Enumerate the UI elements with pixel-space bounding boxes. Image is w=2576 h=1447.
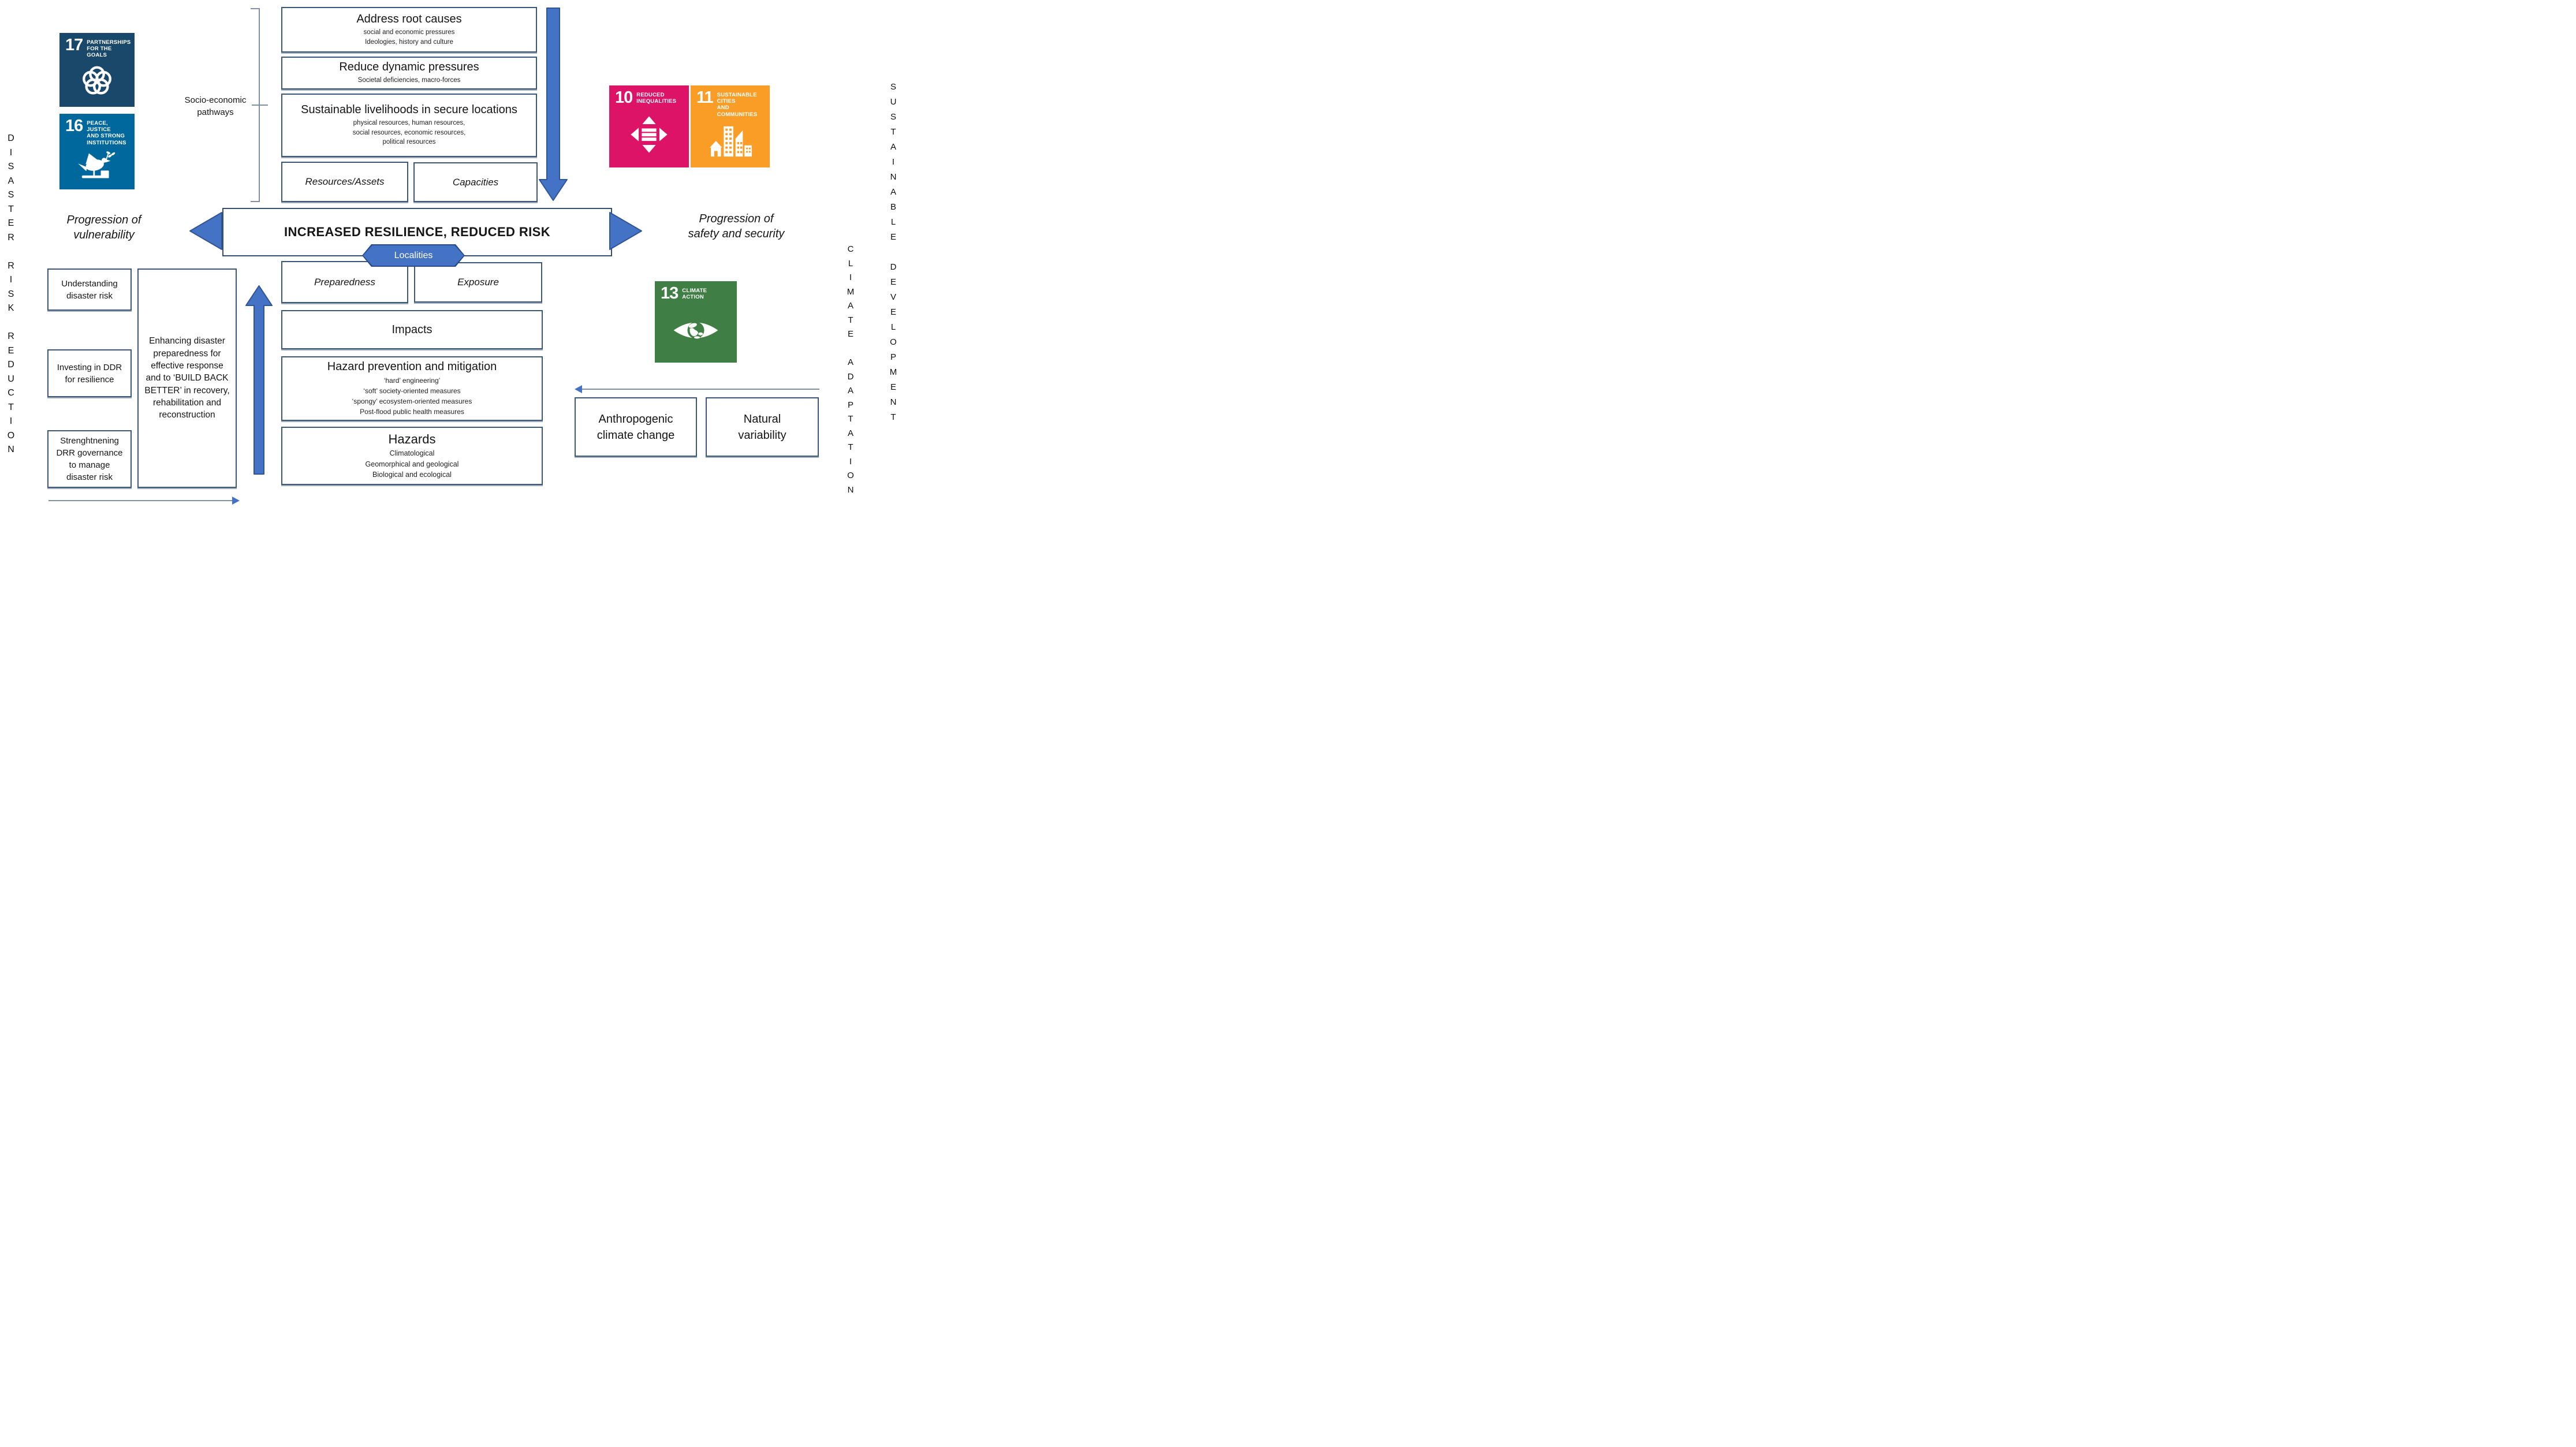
impacts-box: Impacts bbox=[281, 310, 543, 349]
climate-arrowhead-icon bbox=[575, 385, 582, 393]
vertical-label-disaster-risk-reduction: D I S A S T E R R I S K R E D U C T I O … bbox=[7, 133, 15, 454]
sustainable-livelihoods-box: Sustainable livelihoods in secure locati… bbox=[281, 94, 537, 157]
sdg-11-tile: 11 SUSTAINABLE CITIES AND COMMUNITIES bbox=[691, 85, 770, 167]
sdg-13-header: 13 CLIMATE ACTION bbox=[655, 281, 737, 301]
reduce-dynamic-pressures-title: Reduce dynamic pressures bbox=[339, 61, 479, 74]
capacities-box: Capacities bbox=[413, 162, 538, 202]
hazards-title: Hazards bbox=[388, 432, 436, 447]
resources-assets-label: Resources/Assets bbox=[305, 176, 385, 187]
exposure-label: Exposure bbox=[457, 277, 499, 288]
localities-hexagon: Localities bbox=[362, 244, 465, 267]
hazard-prevention-box: Hazard prevention and mitigation ‘hard’ … bbox=[281, 356, 543, 421]
resources-assets-box: Resources/Assets bbox=[281, 162, 408, 202]
pathways-bracket-tick-top bbox=[251, 8, 259, 9]
exposure-box: Exposure bbox=[414, 262, 542, 303]
sdg-10-header: 10 REDUCED INEQUALITIES bbox=[609, 85, 689, 106]
pathways-bracket-tick-middle bbox=[252, 105, 268, 106]
sdg-10-title: REDUCED INEQUALITIES bbox=[636, 92, 677, 105]
sdg-13-title: CLIMATE ACTION bbox=[682, 288, 707, 301]
reduce-dynamic-pressures-sub: Societal deficiencies, macro-forces bbox=[357, 77, 461, 84]
localities-label: Localities bbox=[363, 245, 464, 266]
sdg-13-tile: 13 CLIMATE ACTION bbox=[655, 281, 737, 363]
pathways-bracket-tick-bottom bbox=[251, 201, 259, 202]
sdg-11-number: 11 bbox=[696, 88, 714, 107]
drr-progress-arrowhead-icon bbox=[232, 497, 240, 505]
preparedness-box: Preparedness bbox=[281, 261, 408, 303]
vertical-label-climate-adaptation: C L I M A T E A D A P T A T I O N bbox=[847, 244, 855, 495]
investing-in-ddr-box: Investing in DDR for resilience bbox=[47, 349, 132, 397]
figure-root: D I S A S T E R R I S K R E D U C T I O … bbox=[0, 0, 905, 509]
sdg-11-header: 11 SUSTAINABLE CITIES AND COMMUNITIES bbox=[691, 85, 770, 118]
capacities-label: Capacities bbox=[452, 176, 499, 188]
sustainable-livelihoods-sub: physical resources, human resources, soc… bbox=[352, 119, 466, 146]
address-root-causes-title: Address root causes bbox=[356, 12, 462, 25]
sdg-16-dove-gavel-icon bbox=[59, 146, 135, 189]
sdg-13-eye-globe-icon bbox=[655, 301, 737, 363]
sdg-17-tile: 17 PARTNERSHIPS FOR THE GOALS bbox=[59, 33, 135, 107]
sdg-17-header: 17 PARTNERSHIPS FOR THE GOALS bbox=[59, 33, 135, 59]
increased-resilience-banner: INCREASED RESILIENCE, REDUCED RISK bbox=[222, 208, 612, 256]
hazards-sub: Climatological Geomorphical and geologic… bbox=[365, 449, 459, 479]
down-arrow-icon bbox=[537, 8, 568, 204]
preparedness-label: Preparedness bbox=[314, 276, 375, 288]
reduce-dynamic-pressures-box: Reduce dynamic pressures Societal defici… bbox=[281, 57, 537, 89]
sdg-16-number: 16 bbox=[65, 117, 83, 135]
sdg-17-number: 17 bbox=[65, 36, 83, 54]
progression-of-vulnerability-label: Progression of vulnerability bbox=[66, 214, 141, 242]
sdg-10-equality-icon bbox=[609, 106, 689, 167]
sdg-11-title: SUSTAINABLE CITIES AND COMMUNITIES bbox=[717, 92, 758, 118]
sdg-17-partnership-flower-icon bbox=[59, 59, 135, 107]
sdg-17-title: PARTNERSHIPS FOR THE GOALS bbox=[87, 39, 131, 59]
sustainable-livelihoods-title: Sustainable livelihoods in secure locati… bbox=[301, 103, 517, 116]
enhancing-disaster-preparedness-box: Enhancing disaster preparedness for effe… bbox=[137, 268, 237, 488]
impacts-label: Impacts bbox=[392, 323, 433, 336]
climate-arrow-line bbox=[581, 389, 819, 390]
socio-economic-pathways-label: Socio-economic pathways bbox=[184, 95, 247, 117]
progression-of-safety-label: Progression of safety and security bbox=[688, 212, 785, 241]
sdg-11-city-skyline-icon bbox=[691, 118, 770, 167]
sdg-10-tile: 10 REDUCED INEQUALITIES bbox=[609, 85, 689, 167]
sdg-16-tile: 16 PEACE, JUSTICE AND STRONG INSTITUTION… bbox=[59, 114, 135, 189]
sdg-10-number: 10 bbox=[615, 88, 633, 107]
hazard-prevention-title: Hazard prevention and mitigation bbox=[327, 360, 497, 373]
vertical-label-sustainable-development: S U S T A I N A B L E D E V E L O P M E … bbox=[889, 82, 897, 422]
sdg-13-number: 13 bbox=[661, 284, 679, 303]
natural-variability-box: Natural variability bbox=[706, 397, 819, 457]
address-root-causes-box: Address root causes social and economic … bbox=[281, 7, 537, 53]
hazard-prevention-sub: ‘hard’ engineering’ ‘soft’ society-orien… bbox=[352, 376, 472, 416]
understanding-disaster-risk-box: Understanding disaster risk bbox=[47, 268, 132, 311]
sdg-16-header: 16 PEACE, JUSTICE AND STRONG INSTITUTION… bbox=[59, 114, 135, 146]
sdg-16-title: PEACE, JUSTICE AND STRONG INSTITUTIONS bbox=[87, 120, 126, 146]
left-arrowhead-icon bbox=[188, 211, 223, 254]
address-root-causes-sub: social and economic pressures Ideologies… bbox=[363, 28, 455, 46]
right-arrowhead-icon bbox=[609, 211, 643, 254]
anthropogenic-climate-change-box: Anthropogenic climate change bbox=[575, 397, 697, 457]
up-arrow-icon bbox=[245, 285, 273, 478]
increased-resilience-text: INCREASED RESILIENCE, REDUCED RISK bbox=[284, 225, 550, 239]
drr-progress-arrow-line bbox=[49, 500, 233, 501]
strengthening-drr-governance-box: Strenghtnening DRR governance to manage … bbox=[47, 430, 132, 488]
hazards-box: Hazards Climatological Geomorphical and … bbox=[281, 427, 543, 485]
